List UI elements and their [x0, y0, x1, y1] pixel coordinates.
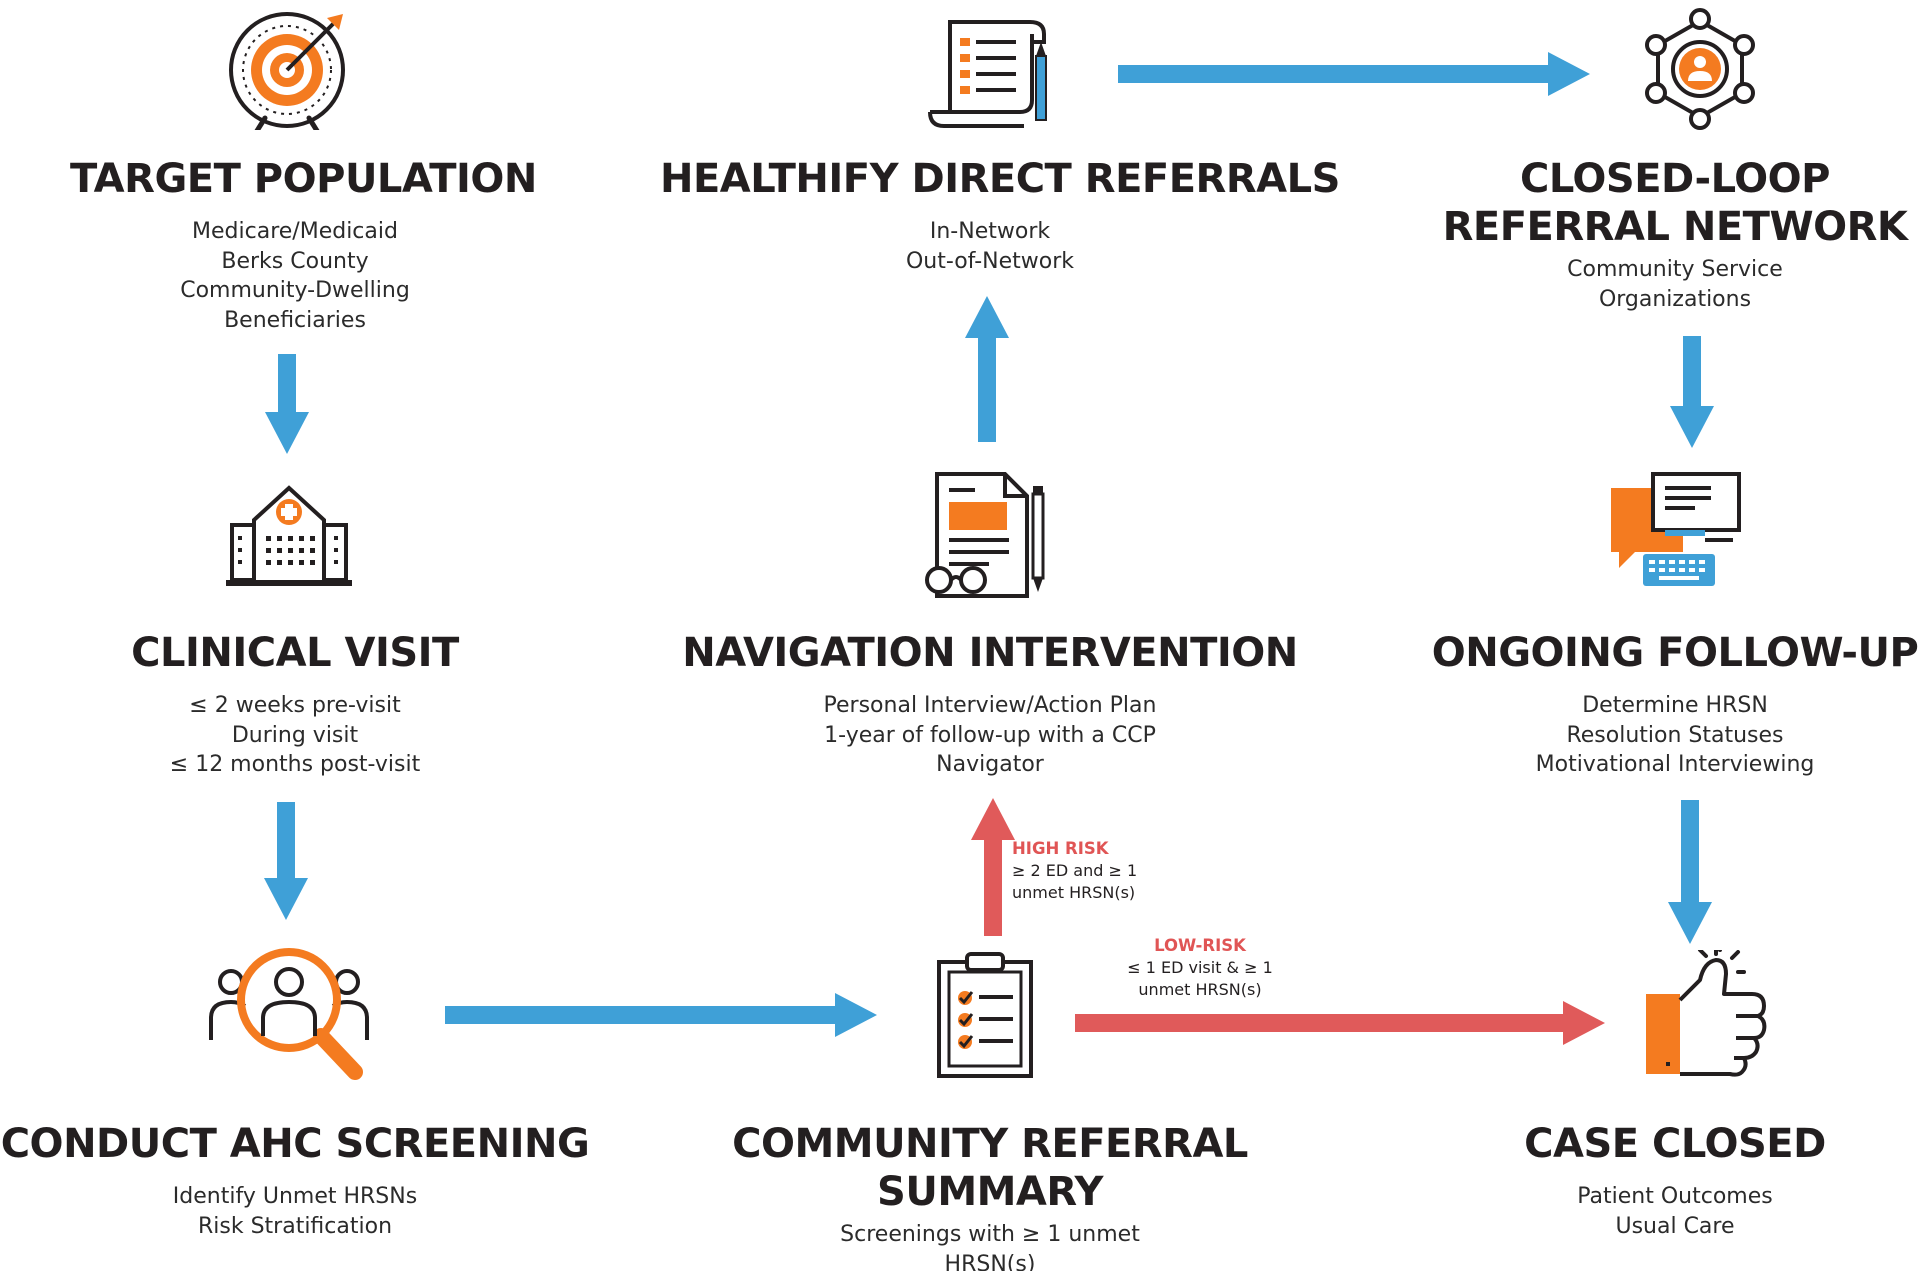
- node-title: CLINICAL VISIT: [131, 630, 459, 676]
- node-detail-line: In-Network: [929, 219, 1051, 244]
- low-risk-line: ≤ 1 ED visit & ≥ 1: [1127, 958, 1273, 977]
- node-detail-line: ≤ 2 weeks pre-visit: [189, 693, 401, 718]
- node-detail-line: Screenings with ≥ 1 unmet: [840, 1222, 1140, 1247]
- node-title: COMMUNITY REFERRAL: [732, 1121, 1248, 1167]
- node-detail-line: Medicare/Medicaid: [192, 219, 398, 244]
- node-title: SUMMARY: [877, 1169, 1103, 1215]
- arrow-summary-to-closed: [1075, 1001, 1605, 1045]
- arrow-network-to-followup: [1670, 336, 1714, 448]
- node-details: Screenings with ≥ 1 unmet HRSN(s): [700, 1220, 1280, 1271]
- node-detail-line: Personal Interview/Action Plan: [823, 693, 1157, 718]
- node-details: Personal Interview/Action Plan 1-year of…: [670, 691, 1310, 780]
- arrow-screening-to-summary: [445, 993, 877, 1037]
- node-detail-line: Motivational Interviewing: [1535, 752, 1815, 777]
- node-title: TARGET POPULATION: [70, 156, 537, 202]
- node-detail-line: Out-of-Network: [905, 248, 1075, 274]
- arrow-target-to-clinical: [265, 354, 309, 454]
- high-risk-label: HIGH RISK ≥ 2 ED and ≥ 1 unmet HRSN(s): [1012, 838, 1137, 904]
- node-case-closed: CASE CLOSED Patient Outcomes Usual Care: [1430, 1120, 1920, 1241]
- node-closed-loop-network: CLOSED-LOOP REFERRAL NETWORK Community S…: [1430, 155, 1920, 314]
- node-title: ONGOING FOLLOW-UP: [1431, 630, 1919, 676]
- low-risk-title: LOW-RISK: [1154, 936, 1246, 955]
- node-clinical-visit: CLINICAL VISIT ≤ 2 weeks pre-visit Durin…: [70, 629, 520, 780]
- node-detail-line: Determine HRSN: [1582, 693, 1768, 718]
- hospital-icon: [226, 485, 352, 586]
- node-detail-line: Organizations: [1598, 286, 1752, 312]
- arrow-navigation-to-healthify: [965, 296, 1009, 442]
- node-detail-line: HRSN(s): [944, 1251, 1036, 1271]
- node-details: Patient Outcomes Usual Care: [1430, 1182, 1920, 1241]
- node-title: HEALTHIFY DIRECT REFERRALS: [660, 156, 1340, 202]
- node-title: CONDUCT AHC SCREENING: [0, 1121, 590, 1167]
- arrow-summary-to-navigation: [971, 798, 1015, 936]
- node-details: In-Network Out-of-Network: [660, 217, 1320, 276]
- node-details: Medicare/Medicaid Berks County Community…: [70, 217, 520, 335]
- node-target-population: TARGET POPULATION Medicare/Medicaid Berk…: [70, 155, 537, 335]
- arrow-followup-to-closed: [1668, 800, 1712, 944]
- node-details: Determine HRSN Resolution Statuses Motiv…: [1430, 691, 1920, 780]
- node-detail-line: Patient Outcomes: [1577, 1184, 1773, 1209]
- node-detail-line: Risk Stratification: [197, 1213, 393, 1239]
- node-community-referral-summary: COMMUNITY REFERRAL SUMMARY Screenings wi…: [700, 1120, 1280, 1271]
- high-risk-line: unmet HRSN(s): [1012, 883, 1136, 902]
- low-risk-label: LOW-RISK ≤ 1 ED visit & ≥ 1 unmet HRSN(s…: [1080, 935, 1320, 1001]
- node-title: CASE CLOSED: [1524, 1121, 1826, 1167]
- scroll-list-icon: [928, 20, 1047, 128]
- node-detail-line: Identify Unmet HRSNs: [172, 1184, 418, 1209]
- node-detail-line: ≤ 12 months post-visit: [169, 752, 421, 777]
- clipboard-checklist-icon: [937, 952, 1033, 1078]
- target-icon: [229, 12, 345, 130]
- low-risk-line: unmet HRSN(s): [1138, 980, 1262, 999]
- arrow-healthify-to-network: [1118, 52, 1590, 96]
- node-ongoing-follow-up: ONGOING FOLLOW-UP Determine HRSN Resolut…: [1430, 629, 1920, 780]
- node-navigation-intervention: NAVIGATION INTERVENTION Personal Intervi…: [670, 629, 1310, 780]
- thumbs-up-icon: [1646, 950, 1767, 1077]
- node-detail-line: During visit: [231, 722, 359, 748]
- node-detail-line: Usual Care: [1615, 1213, 1735, 1239]
- node-details: ≤ 2 weeks pre-visit During visit ≤ 12 mo…: [70, 691, 520, 780]
- node-detail-line: Resolution Statuses: [1566, 722, 1784, 748]
- node-detail-line: Community Service: [1567, 257, 1783, 282]
- node-detail-line: Beneficiaries: [224, 307, 366, 333]
- node-detail-line: Berks County: [221, 248, 369, 274]
- high-risk-title: HIGH RISK: [1012, 839, 1109, 858]
- node-detail-line: Navigator: [936, 752, 1044, 777]
- node-detail-line: 1-year of follow-up with a CCP: [824, 722, 1156, 748]
- arrow-clinical-to-screening: [264, 802, 308, 920]
- people-search-icon: [209, 948, 369, 1080]
- node-healthify-referrals: HEALTHIFY DIRECT REFERRALS In-Network Ou…: [660, 155, 1340, 276]
- node-title: NAVIGATION INTERVENTION: [682, 630, 1298, 676]
- document-glasses-icon: [925, 472, 1045, 598]
- node-title: REFERRAL NETWORK: [1442, 204, 1908, 250]
- node-title: CLOSED-LOOP: [1520, 156, 1831, 202]
- node-ahc-screening: CONDUCT AHC SCREENING Identify Unmet HRS…: [0, 1120, 590, 1241]
- high-risk-line: ≥ 2 ED and ≥ 1: [1012, 861, 1138, 880]
- node-detail-line: Community-Dwelling: [180, 278, 410, 303]
- node-details: Community Service Organizations: [1430, 255, 1920, 314]
- chat-computer-icon: [1611, 472, 1741, 586]
- network-person-icon: [1645, 8, 1755, 130]
- node-details: Identify Unmet HRSNs Risk Stratification: [0, 1182, 590, 1241]
